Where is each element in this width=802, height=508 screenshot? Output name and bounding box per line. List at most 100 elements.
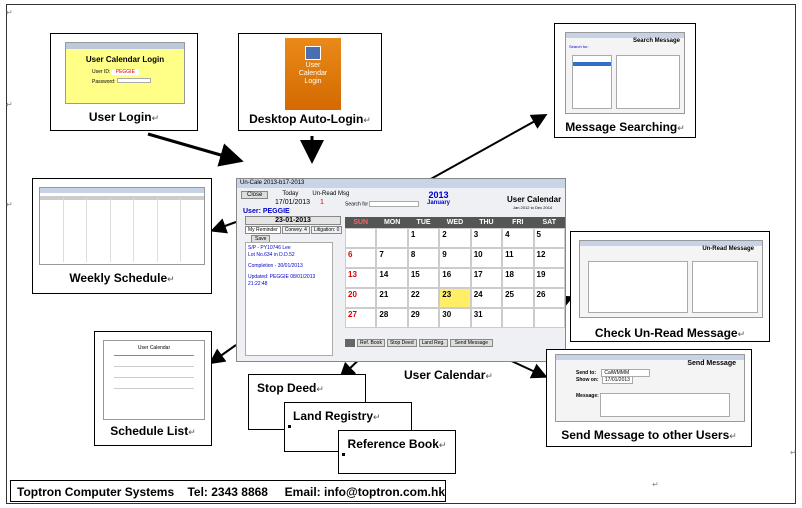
caption-reference-book: Reference Book — [347, 437, 439, 451]
send-message-box: Send Message Send to: CalWMMM Show on: 1… — [546, 349, 752, 447]
weekly-schedule-box: Weekly Schedule↵ — [32, 178, 212, 294]
return-mark: ↵ — [6, 100, 13, 109]
weekday-wed: WED — [439, 217, 471, 228]
app-title: User Calendar — [507, 195, 562, 204]
calendar-day-cell[interactable]: 20 — [345, 288, 377, 308]
send-to-select[interactable]: CalWMMM — [601, 369, 651, 377]
calendar-day-cell[interactable]: 30 — [439, 308, 471, 328]
unread-message-table[interactable] — [588, 261, 688, 313]
calendar-day-cell[interactable]: 22 — [407, 288, 440, 308]
selected-date: 23-01-2013 — [245, 216, 341, 225]
stop-deed-button[interactable]: Stop Deed — [386, 339, 417, 347]
calendar-day-cell[interactable]: 15 — [407, 268, 440, 288]
reminder-line-2: Lot No.634 in D.D.52 — [248, 252, 295, 258]
caption-land-registry: Land Registry — [293, 409, 374, 423]
calendar-day-cell[interactable]: 10 — [470, 248, 503, 268]
send-message-button[interactable]: Send Message — [449, 339, 494, 347]
weekday-mon: MON — [376, 217, 408, 228]
user-label: User: PEGGIE — [243, 208, 290, 215]
bullet-mark — [342, 453, 345, 456]
calendar-day-cell[interactable]: 4 — [502, 228, 534, 248]
calendar-day-cell[interactable]: 1 — [407, 228, 440, 248]
calendar-day-cell[interactable]: 14 — [376, 268, 408, 288]
weekday-tue: TUE — [407, 217, 440, 228]
calendar-day-cell[interactable]: 23 — [439, 288, 471, 308]
calendar-day-cell[interactable]: 18 — [502, 268, 534, 288]
calendar-day-cell[interactable]: 19 — [533, 268, 565, 288]
return-mark: ↵ — [790, 448, 797, 457]
search-for-label: Search for: — [569, 44, 589, 49]
search-input[interactable] — [369, 201, 420, 207]
calendar-day-cell — [345, 228, 377, 248]
tab-my-reminder[interactable]: My Reminder — [245, 226, 281, 234]
close-button[interactable]: Close — [241, 191, 269, 199]
calendar-day-cell[interactable]: 11 — [502, 248, 534, 268]
search-results-list[interactable] — [572, 55, 612, 109]
calendar-day-cell[interactable]: 2 — [439, 228, 471, 248]
calendar-day-cell[interactable]: 6 — [345, 248, 377, 268]
schedule-list-thumbnail: User Calendar — [103, 340, 205, 420]
schedule-list-title: User Calendar — [137, 345, 171, 351]
caption-weekly-schedule: Weekly Schedule — [69, 271, 168, 285]
weekly-grid — [40, 196, 204, 262]
company-tel: Tel: 2343 8868 — [187, 485, 268, 499]
message-textarea[interactable] — [600, 393, 730, 417]
calendar-day-cell[interactable]: 17 — [470, 268, 503, 288]
reminder-line-3: Completion - 30/01/2013 — [248, 263, 303, 269]
return-mark: ↵ — [6, 8, 13, 17]
login-window-titlebar — [66, 43, 184, 49]
user-id-value[interactable]: PEGGIE — [111, 69, 139, 75]
icon-label-line-3: Login — [304, 78, 322, 85]
unread-window-thumbnail: Un-Read Message — [579, 240, 763, 318]
ref-book-button[interactable]: Ref. Book — [357, 339, 385, 347]
calendar-day-cell[interactable]: 28 — [376, 308, 408, 328]
today-date: 17/01/2013 — [275, 199, 311, 206]
calendar-day-cell[interactable]: 12 — [533, 248, 565, 268]
return-mark: ↵ — [6, 200, 13, 209]
calendar-day-cell[interactable]: 25 — [502, 288, 534, 308]
tab-convey[interactable]: Convey. 4 — [281, 226, 310, 234]
password-field[interactable] — [116, 78, 151, 83]
calendar-day-cell[interactable]: 26 — [533, 288, 565, 308]
calendar-day-cell[interactable]: 24 — [470, 288, 503, 308]
date-range: Jan 2012 to Dec 2014 — [513, 205, 553, 210]
weekday-sat: SAT — [533, 217, 565, 228]
calendar-day-cell[interactable]: 27 — [345, 308, 377, 328]
search-window-title: Search Message — [632, 38, 680, 44]
calendar-day-cell[interactable]: 7 — [376, 248, 408, 268]
search-window-thumbnail: Search Message Search for: — [565, 32, 685, 114]
calendar-day-cell[interactable]: 21 — [376, 288, 408, 308]
weekly-window-thumbnail — [39, 187, 205, 265]
calendar-day-cell[interactable]: 13 — [345, 268, 377, 288]
reminder-line-1: S/P - PY10746 Lee — [248, 245, 291, 251]
calendar-day-cell[interactable]: 8 — [407, 248, 440, 268]
desktop-autologin-box: User Calendar Login Desktop Auto-Login↵ — [238, 33, 382, 131]
tab-litigation[interactable]: Litigation: 0 — [310, 226, 343, 234]
calendar-day-cell[interactable]: 16 — [439, 268, 471, 288]
weekday-sun: SUN — [345, 217, 377, 228]
calendar-day-cell[interactable]: 3 — [470, 228, 503, 248]
land-reg-button[interactable]: Land Reg. — [418, 339, 448, 347]
user-id-label: User ID: — [92, 69, 111, 75]
calendar-day-cell[interactable]: 9 — [439, 248, 471, 268]
desktop-login-icon[interactable]: User Calendar Login — [285, 38, 341, 110]
show-on-input[interactable]: 17/01/2013 — [601, 376, 633, 384]
search-window-titlebar — [566, 33, 684, 38]
login-window-thumbnail: User Calendar Login User ID: PEGGIE Pass… — [65, 42, 185, 104]
calendar-weekday-row: SUN MON TUE WED THU FRI SAT — [345, 217, 565, 228]
weekday-fri: FRI — [502, 217, 534, 228]
send-window-title: Send Message — [687, 360, 736, 367]
calendar-day-cell[interactable]: 31 — [470, 308, 503, 328]
calendar-day-cell[interactable]: 5 — [533, 228, 565, 248]
search-message-pane — [616, 55, 680, 109]
page-frame — [6, 4, 796, 504]
print-icon[interactable] — [345, 339, 355, 347]
calendar-day-cell — [533, 308, 565, 328]
login-window-title: User Calendar Login — [85, 55, 165, 64]
unread-count[interactable]: 1 — [320, 199, 324, 206]
calendar-day-cell[interactable]: 29 — [407, 308, 440, 328]
